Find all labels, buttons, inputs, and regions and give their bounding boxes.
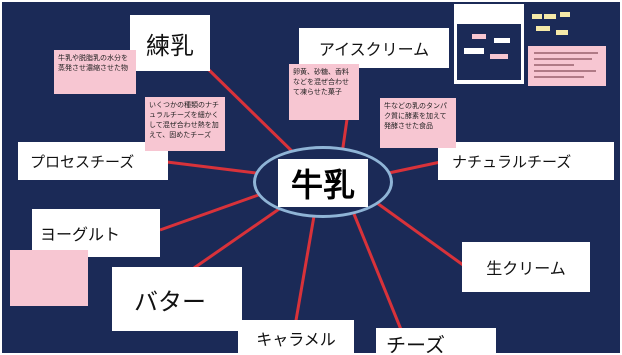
slide-thumbnail-3[interactable] [528, 46, 606, 86]
note-ice-cream[interactable]: 卵黄、砂糖、香料などを混ぜ合わせて凍らせた菓子 [289, 64, 359, 120]
node-nama-cream[interactable]: 生クリーム [462, 242, 590, 292]
node-cheese[interactable]: チーズ [376, 328, 496, 353]
connector-process [166, 160, 265, 176]
connector-butter [193, 205, 283, 270]
node-caramel[interactable]: キャラメル [238, 320, 354, 353]
note-rennyu[interactable]: 牛乳や脱脂乳の水分を蒸発させ濃縮させた物 [54, 50, 136, 94]
connector-yogurt [159, 191, 265, 232]
note-text: 牛などの乳のタンパク質に酵素を加えて発酵させた食品 [384, 102, 447, 130]
node-label: プロセスチーズ [30, 152, 135, 171]
node-yogurt[interactable]: ヨーグルト [32, 209, 160, 257]
connector-cheese [352, 213, 404, 333]
slide-thumbnail-1[interactable] [454, 4, 524, 84]
node-label: ナチュラルチーズ [452, 152, 572, 171]
node-natural-cheese[interactable]: ナチュラルチーズ [438, 142, 614, 180]
node-label: 生クリーム [486, 259, 566, 278]
node-label: 練乳 [146, 31, 194, 60]
node-ice-cream[interactable]: アイスクリーム [299, 28, 449, 68]
node-label: キャラメル [256, 330, 336, 349]
note-text: 卵黄、砂糖、香料などを混ぜ合わせて凍らせた菓子 [293, 68, 349, 96]
note-natural-cheese[interactable]: 牛などの乳のタンパク質に酵素を加えて発酵させた食品 [380, 98, 456, 148]
connector-rennyu [205, 66, 302, 161]
note-blank[interactable] [10, 250, 88, 306]
node-label: チーズ [386, 332, 445, 354]
center-node-label[interactable]: 牛乳 [278, 159, 368, 207]
node-label: アイスクリーム [318, 40, 430, 59]
note-process-cheese[interactable]: いくつかの種類のナチュラルチーズを細かくして混ぜ合わせ熱を加えて、固めたチーズ [145, 97, 225, 151]
node-process-cheese[interactable]: プロセスチーズ [18, 142, 168, 180]
note-text: いくつかの種類のナチュラルチーズを細かくして混ぜ合わせ熱を加えて、固めたチーズ [149, 101, 219, 139]
node-rennyu[interactable]: 練乳 [130, 15, 210, 71]
note-text: 牛乳や脱脂乳の水分を蒸発させ濃縮させた物 [58, 54, 128, 72]
node-label: ヨーグルト [40, 225, 121, 244]
connector-nama [376, 201, 471, 272]
node-label: バター [134, 287, 206, 316]
connector-caramel [292, 215, 316, 333]
node-butter[interactable]: バター [112, 267, 242, 331]
slide-thumbnail-2[interactable] [526, 4, 590, 54]
